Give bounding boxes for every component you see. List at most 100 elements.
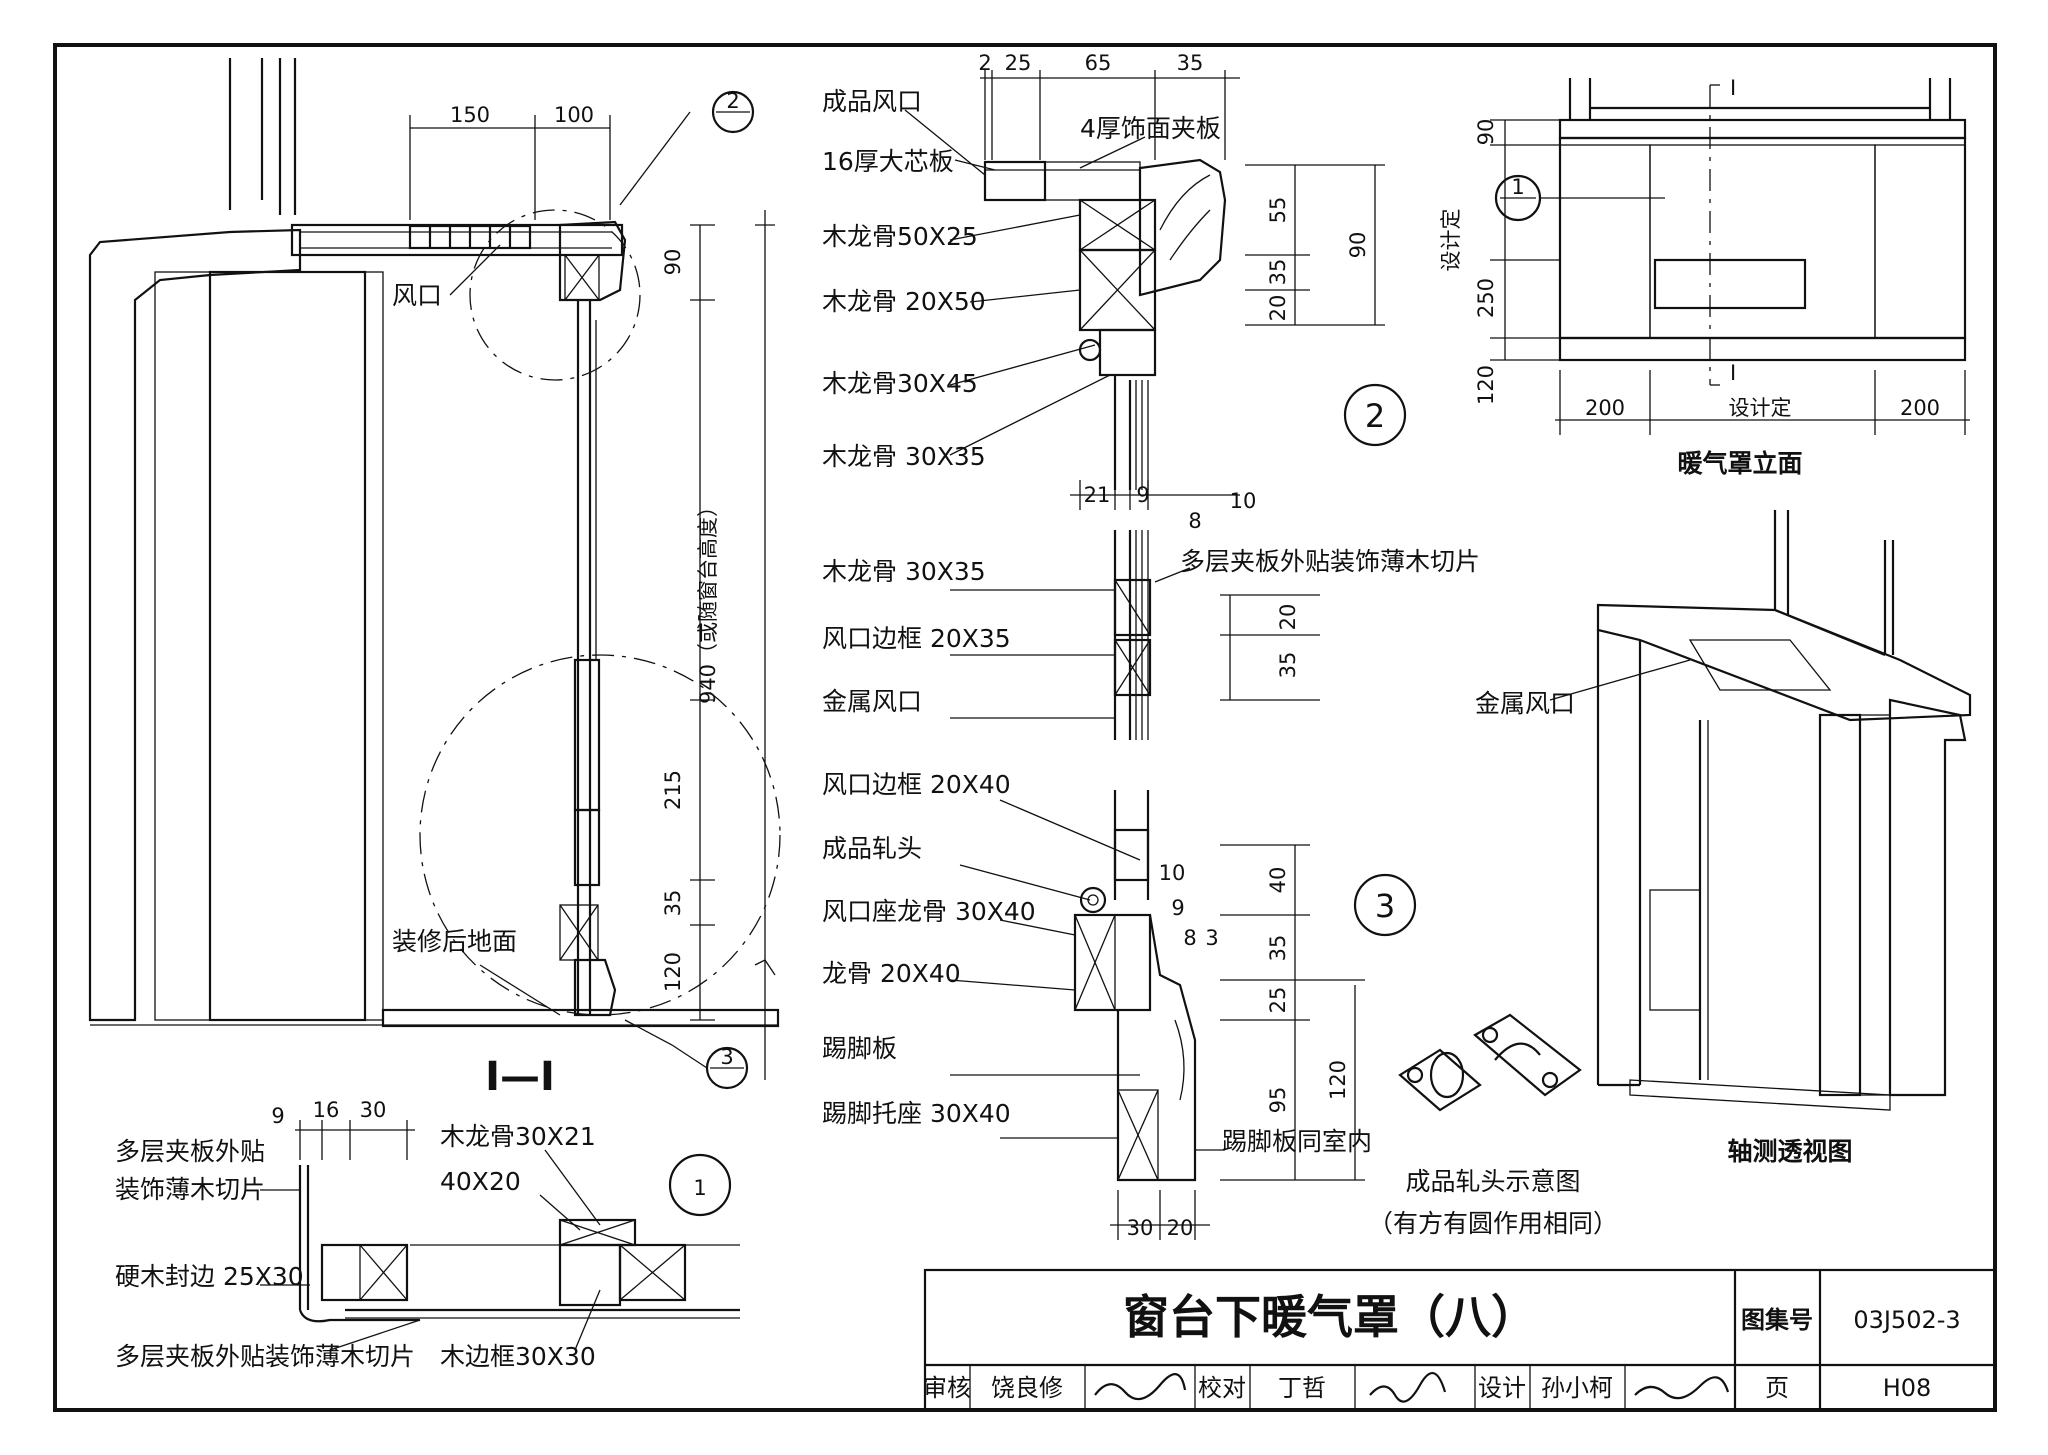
reviewer-name: 饶良修 [991,1374,1063,1402]
s11-dim-120: 120 [661,952,685,992]
s11-label-vent: 风口 [392,281,442,310]
d3-label-frame: 风口边框 20X40 [822,770,1011,799]
drawing-border [53,43,1997,1412]
detail-2 [904,70,1407,510]
d3-dim-9: 9 [1171,896,1184,920]
dm-label-metal: 金属风口 [822,687,922,716]
d1-label-keel2: 40X20 [440,1167,521,1196]
d2-label-k3: 木龙骨30X45 [822,369,978,398]
d3-dim-20: 20 [1167,1216,1194,1240]
d2-dim-90: 90 [1346,232,1370,259]
elev-callout: 1 [1511,175,1524,199]
dm-dim-20: 20 [1276,604,1300,631]
elev-title: 暖气罩立面 [1677,449,1802,478]
d2-label-face: 4厚饰面夹板 [1080,114,1221,143]
d2-label-k2: 木龙骨 20X50 [822,287,986,316]
d3-label-roller: 成品轧头 [822,834,922,863]
s11-dim-35: 35 [661,890,685,917]
elev-dim-200a: 200 [1585,396,1625,420]
s11-callout-2: 2 [726,89,739,113]
d2-dim-8: 8 [1188,509,1201,533]
detail-1 [260,1120,740,1351]
elev-cut-bottom: I [1730,361,1736,385]
d2-label-vent: 成品风口 [822,87,922,116]
roller-sketch [1398,1013,1582,1112]
elev-cut-top: I [1730,76,1736,100]
elev-dim-mid: 设计定 [1729,396,1792,420]
roller-subtitle: （有方有圆作用相同） [1368,1209,1618,1238]
dm-label-frame: 风口边框 20X35 [822,624,1011,653]
d3-dim-40: 40 [1266,867,1290,894]
checker-name: 丁哲 [1278,1374,1326,1402]
design-label: 设计 [1478,1374,1526,1402]
elev-dim-200b: 200 [1900,396,1940,420]
elev-dim-250: 250 [1474,278,1498,318]
d3-label-kick-seat: 踢脚托座 30X40 [822,1099,1011,1128]
d3-label-kick-same: 踢脚板同室内 [1222,1127,1372,1156]
d3-dim-10: 10 [1159,861,1186,885]
d2-dim-35: 35 [1177,51,1204,75]
s11-dim-100: 100 [554,103,594,127]
d3-dim-3: 3 [1205,926,1218,950]
dm-label-k: 木龙骨 30X35 [822,557,986,586]
page-label: 页 [1765,1374,1789,1402]
axo-title: 轴测透视图 [1727,1137,1852,1166]
designer-name: 孙小柯 [1541,1374,1613,1402]
d2-number: 2 [1365,397,1385,435]
d1-dim-9: 9 [271,1104,284,1128]
atlas-number: 03J502-3 [1853,1306,1960,1334]
d1-label-hardwood: 硬木封边 25X30 [115,1262,304,1291]
elevation [1490,78,1970,435]
review-label: 审核 [923,1374,971,1402]
d1-label-ply-a: 多层夹板外贴 [115,1137,265,1166]
section-title: I—I [485,1054,555,1100]
roller-title: 成品轧头示意图 [1405,1167,1580,1196]
axonometric [1549,510,1972,1111]
d2-dim-2: 2 [978,51,991,75]
axo-label-metal: 金属风口 [1475,689,1575,718]
elev-dim-side: 设计定 [1439,209,1463,272]
s11-dim-90: 90 [661,249,685,276]
d2-label-k4: 木龙骨 30X35 [822,442,986,471]
elev-dim-120: 120 [1474,365,1498,405]
d3-dim-35: 35 [1266,935,1290,962]
s11-dim-215: 215 [661,770,685,810]
drawing-title: 窗台下暖气罩（八） [1123,1290,1537,1344]
s11-callout-3: 3 [720,1045,733,1069]
d3-dim-25: 25 [1266,987,1290,1014]
d1-label-ply-b: 装饰薄木切片 [115,1175,265,1204]
d3-label-seat: 风口座龙骨 30X40 [822,897,1036,926]
d3-dim-95: 95 [1266,1087,1290,1114]
d1-label-keel: 木龙骨30X21 [440,1122,596,1151]
elev-dim-90: 90 [1474,119,1498,146]
detail-3 [949,790,1417,1240]
s11-dim-150: 150 [450,103,490,127]
d2-dim-20: 20 [1266,295,1290,322]
d3-label-keel: 龙骨 20X40 [822,959,961,988]
d1-dim-16: 16 [313,1098,340,1122]
page-number: H08 [1883,1374,1932,1402]
d3-number: 3 [1375,887,1395,925]
check-label: 校对 [1198,1374,1246,1402]
d2-dim-10: 10 [1230,489,1257,513]
d2-dim-55: 55 [1266,197,1290,224]
detail-middle [950,530,1320,740]
d2-dim-21: 21 [1084,483,1111,507]
d1-label-ply-bottom: 多层夹板外贴装饰薄木切片 [115,1342,415,1371]
d1-label-frame: 木边框30X30 [440,1342,596,1371]
atlas-label: 图集号 [1741,1306,1813,1334]
d2-label-k1: 木龙骨50X25 [822,222,978,251]
title-block [923,1268,1997,1412]
d1-dim-30: 30 [360,1098,387,1122]
section-1-1 [88,58,781,1090]
d2-dim-9: 9 [1136,483,1149,507]
d3-dim-8: 8 [1183,926,1196,950]
d3-label-kick: 踢脚板 [822,1034,897,1063]
dm-label-ply: 多层夹板外贴装饰薄木切片 [1180,547,1480,576]
d2-dim-25: 25 [1005,51,1032,75]
s11-label-floor: 装修后地面 [392,927,517,956]
d2-dim-65: 65 [1085,51,1112,75]
d3-dim-120: 120 [1326,1060,1350,1100]
s11-dim-940: 940（或随窗台高度） [696,496,720,704]
